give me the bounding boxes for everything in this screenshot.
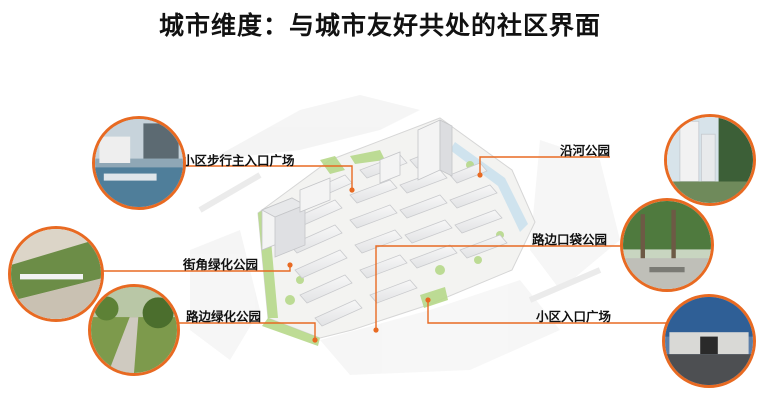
label-corner-green-park: 街角绿化公园 xyxy=(183,257,259,272)
green-borders xyxy=(258,150,504,346)
leader-dots xyxy=(287,172,483,343)
photo-roadside-green-park xyxy=(88,284,180,376)
context-streets xyxy=(190,95,620,375)
photo-community-entrance-plaza xyxy=(662,294,756,388)
page-title: 城市维度：与城市友好共处的社区界面 xyxy=(158,11,601,40)
label-entrance-plaza: 小区步行主入口广场 xyxy=(182,153,295,168)
photo-corner-green-park xyxy=(8,226,104,322)
high-rise-towers xyxy=(261,119,453,258)
label-community-entrance-plaza: 小区入口广场 xyxy=(536,309,612,324)
leader-lines xyxy=(98,156,668,340)
photo-entrance-plaza xyxy=(92,116,186,210)
label-roadside-pocket-park: 路边口袋公园 xyxy=(532,232,608,247)
label-roadside-green-park: 路边绿化公园 xyxy=(186,309,262,324)
photo-river-park xyxy=(664,114,756,206)
photo-roadside-pocket-park xyxy=(620,198,714,292)
label-river-park: 沿河公园 xyxy=(560,143,611,158)
